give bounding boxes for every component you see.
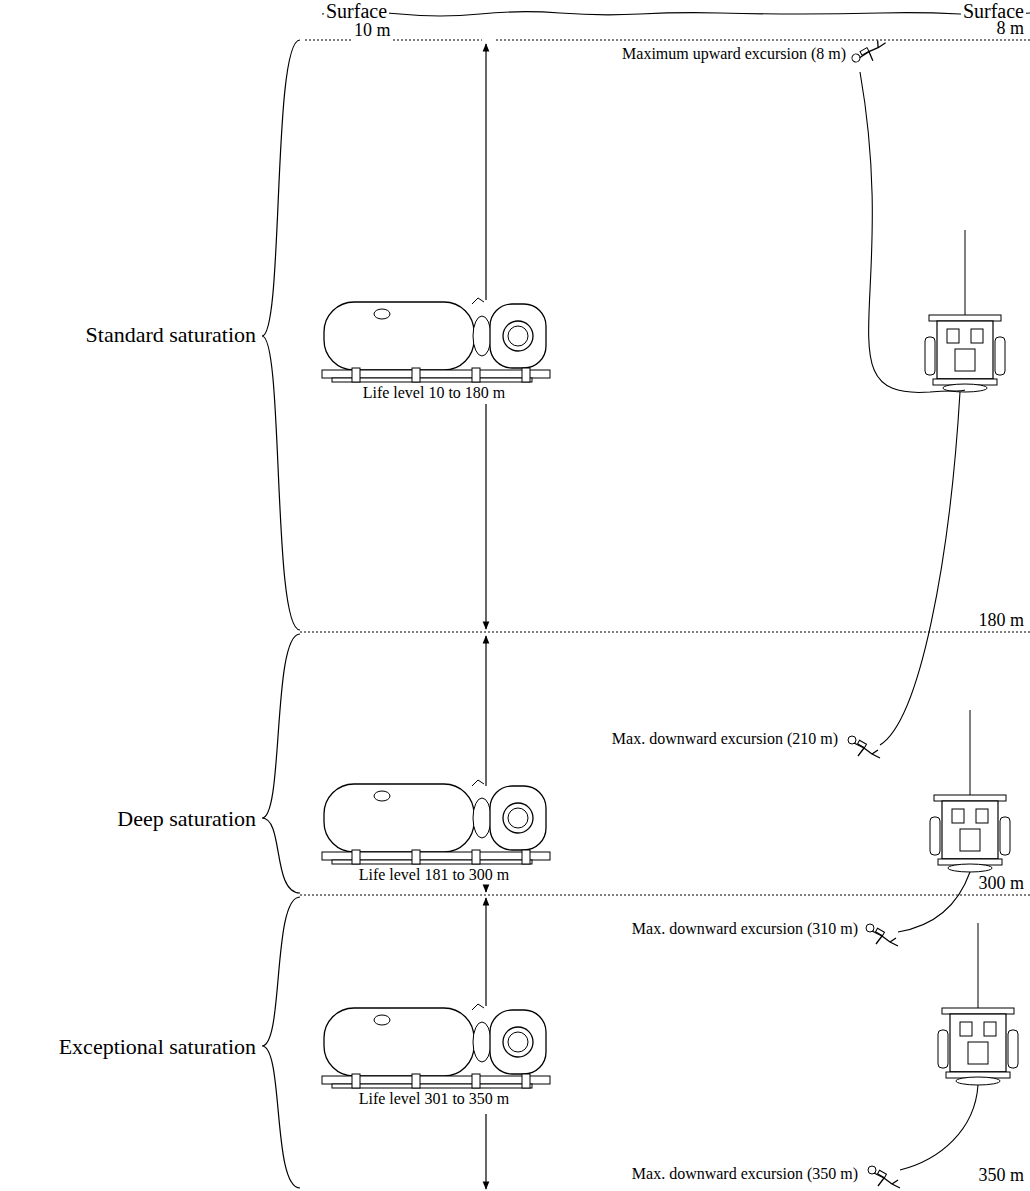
excursion-label: Max. downward excursion (210 m) (610, 730, 840, 748)
life-level-label: Life level 10 to 180 m (361, 384, 508, 402)
excursion-label: Max. downward excursion (350 m) (630, 1165, 860, 1183)
depth-label: 300 m (976, 873, 1026, 894)
depth-label: 180 m (976, 610, 1026, 631)
life-level-label: Life level 301 to 350 m (357, 1090, 512, 1108)
zone-label: Deep saturation (115, 806, 258, 831)
zone-label: Standard saturation (84, 322, 258, 347)
excursion-label: Maximum upward excursion (8 m) (620, 45, 848, 63)
zone-label: Exceptional saturation (57, 1034, 258, 1059)
depth-label: 350 m (976, 1165, 1026, 1186)
depth-label: 8 m (994, 18, 1026, 39)
life-level-label: Life level 181 to 300 m (357, 866, 512, 884)
excursion-label: Max. downward excursion (310 m) (630, 920, 860, 938)
depth-label: 10 m (352, 20, 393, 41)
